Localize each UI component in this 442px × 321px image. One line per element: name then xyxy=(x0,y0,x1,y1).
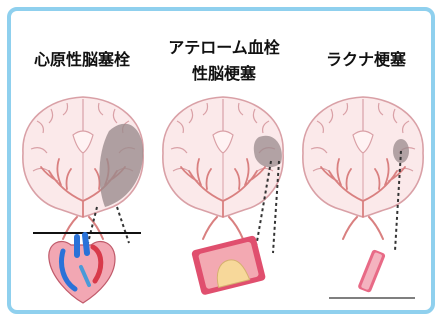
plaque-vessel-icon xyxy=(191,235,266,296)
figure-frame: 心原性脳塞栓 アテローム血栓 性脳梗塞 ラクナ梗塞 xyxy=(7,7,435,314)
illustration-layer xyxy=(11,11,431,310)
brain-section-1 xyxy=(23,97,143,239)
small-artery-icon xyxy=(357,249,386,293)
brain-section-3 xyxy=(303,97,423,239)
brain-section-2 xyxy=(163,97,283,239)
heart-icon xyxy=(49,235,115,303)
